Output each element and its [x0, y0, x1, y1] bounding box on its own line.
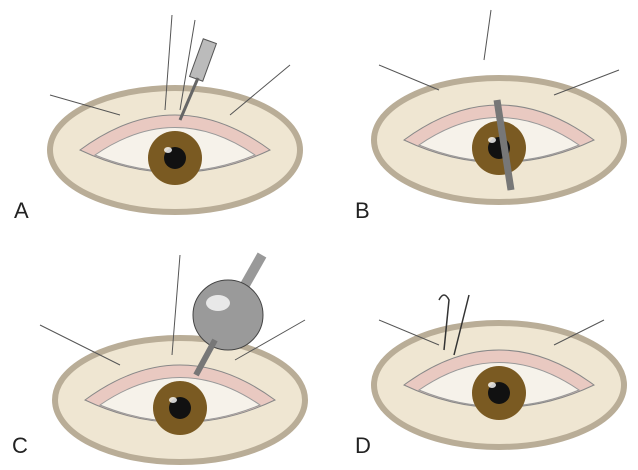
- panel-c: C: [0, 235, 319, 470]
- eye: [47, 85, 303, 215]
- eye: [371, 75, 627, 205]
- highlight: [164, 147, 172, 153]
- eye: [371, 320, 627, 450]
- highlight: [169, 397, 177, 403]
- eye-illustration-c: [39, 252, 308, 465]
- suture-needle-icon: [438, 294, 470, 356]
- panel-label-c: C: [12, 433, 28, 458]
- eye-illustration-b: [371, 9, 627, 205]
- highlight: [488, 137, 496, 143]
- eye: [52, 335, 308, 465]
- panel-b: B: [319, 0, 638, 235]
- panel-a: A: [0, 0, 319, 235]
- highlight: [488, 382, 496, 388]
- panel-d: D: [319, 235, 638, 470]
- bulb-syringe-icon: [192, 252, 267, 377]
- eye-illustration-a: [47, 14, 303, 215]
- panel-label-d: D: [355, 433, 371, 458]
- panel-label-b: B: [355, 198, 370, 223]
- panel-label-a: A: [14, 198, 29, 223]
- eye-illustration-d: [371, 294, 627, 450]
- spatula-icon: [493, 99, 515, 191]
- cannula-icon: [178, 38, 218, 121]
